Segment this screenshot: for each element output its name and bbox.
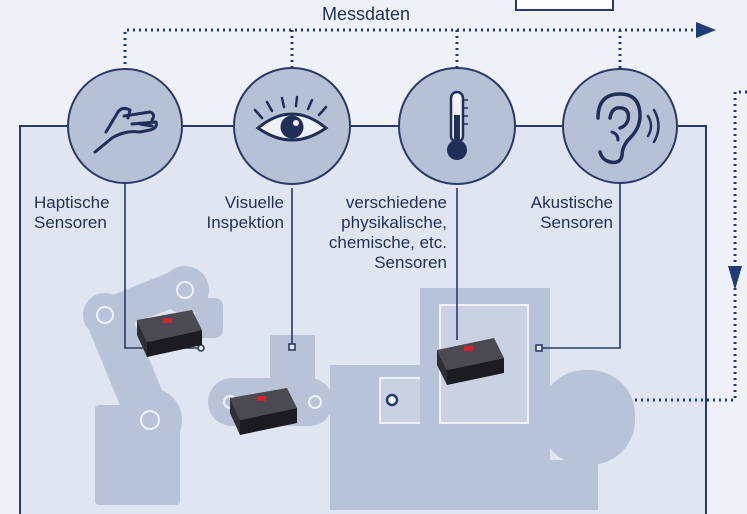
visual-label-line2: Inspektion xyxy=(206,213,285,232)
hand-icon xyxy=(93,106,158,154)
physical-label-line3: chemische, etc. xyxy=(328,233,447,252)
physical-label-line1: verschiedene xyxy=(345,193,447,212)
bus-arrow-right xyxy=(696,22,716,38)
haptic-icon-circle xyxy=(67,68,183,184)
machine-details xyxy=(96,281,322,430)
acoustic-label-line1: Akustische xyxy=(530,193,613,212)
messdaten-label: Messdaten xyxy=(322,4,411,24)
physical-label-line4: Sensoren xyxy=(374,253,447,272)
haptic-label-line1: Haptische xyxy=(34,193,110,212)
sensor-connectors xyxy=(124,182,621,349)
haptic-label: Haptische Sensoren xyxy=(34,193,110,233)
physical-label: verschiedene physikalische, chemische, e… xyxy=(305,193,447,273)
connector-endpoints xyxy=(197,343,543,352)
messdaten-bus xyxy=(123,28,747,402)
bus-arrow-down xyxy=(728,266,742,290)
ear-icon xyxy=(596,92,660,165)
visual-label-line1: Visuelle xyxy=(224,193,284,212)
physical-label-line2: physikalische, xyxy=(341,213,447,232)
bus-endpoint xyxy=(385,393,399,407)
acoustic-label-line2: Sensoren xyxy=(540,213,613,232)
visual-label: Visuelle Inspektion xyxy=(191,193,285,233)
acoustic-label: Akustische Sensoren xyxy=(519,193,613,233)
acoustic-icon-circle xyxy=(562,68,678,184)
top-box xyxy=(515,0,614,11)
sensor-device-1 xyxy=(137,310,202,357)
thermometer-icon xyxy=(447,90,468,160)
eye-icon xyxy=(253,95,329,142)
sensor-device-2 xyxy=(230,388,297,435)
sensor-device-3 xyxy=(437,338,504,385)
haptic-label-line2: Sensoren xyxy=(34,213,107,232)
